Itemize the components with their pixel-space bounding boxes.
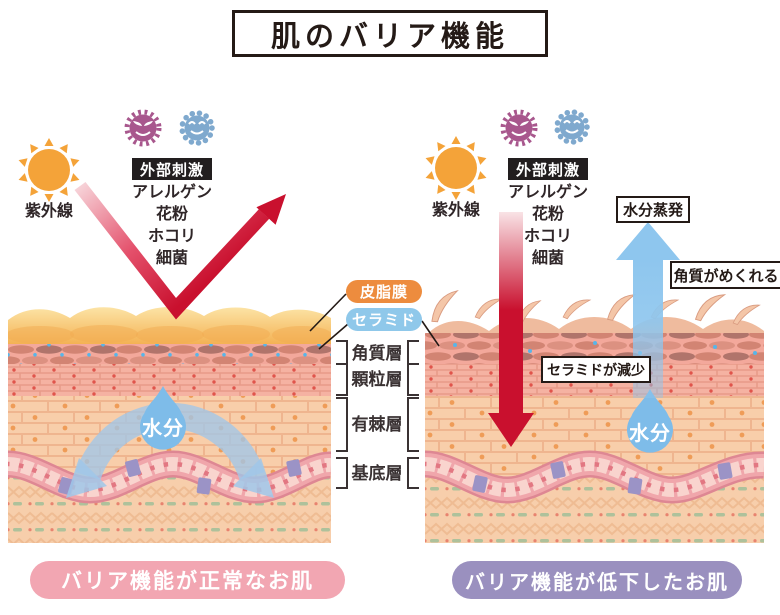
virus-round-icon	[554, 109, 590, 145]
stimuli-item: 花粉	[155, 204, 188, 223]
bracket-left	[336, 397, 348, 452]
external-stimuli-badge-right: 外部刺激	[508, 158, 588, 180]
bracket-right	[407, 397, 419, 452]
sun-icon	[18, 138, 80, 202]
layer-label-granular: 顆粒層	[351, 370, 403, 390]
bracket-right	[407, 457, 419, 489]
stimuli-item: ホコリ	[523, 226, 572, 245]
layer-label-corneum: 角質層	[351, 344, 403, 364]
sun-icon	[425, 136, 487, 200]
stimuli-item: 細菌	[531, 248, 564, 267]
stimuli-item: 細菌	[155, 248, 188, 267]
granular-layer	[8, 362, 331, 396]
evaporation-note: 水分蒸発	[616, 196, 690, 223]
layer-label-spinous: 有棘層	[351, 415, 403, 435]
moisture-droplet-icon	[140, 386, 186, 450]
virus-round-icon	[179, 110, 215, 146]
caption-normal-skin: バリア機能が正常なお肌	[30, 561, 345, 599]
stimuli-item: アレルゲン	[131, 182, 212, 201]
sebum-film-layer	[8, 307, 331, 344]
moisture-droplet-icon	[627, 389, 673, 453]
ceramide-decrease-note: セラミドが減少	[541, 356, 651, 383]
moisture-label-right: 水分	[629, 421, 671, 445]
sebum-film-pill: 皮脂膜	[346, 280, 422, 303]
moisture-label-left: 水分	[142, 416, 184, 440]
bracket-left	[336, 363, 348, 396]
right-skin-illustration	[425, 289, 764, 543]
uv-label-left: 紫外線	[24, 201, 73, 220]
virus-spiky-icon	[124, 109, 162, 147]
caption-damaged-skin: バリア機能が低下したお肌	[452, 561, 742, 599]
uv-label-right: 紫外線	[431, 200, 480, 219]
page-title: 肌のバリア機能	[232, 10, 548, 57]
peeling-note: 角質がめくれる	[670, 261, 780, 289]
external-stimuli-badge-left: 外部刺激	[132, 158, 212, 180]
layer-label-basal: 基底層	[351, 464, 403, 484]
ceramide-pill: セラミド	[346, 308, 422, 331]
bracket-left	[336, 457, 348, 489]
basal-layer	[425, 450, 764, 504]
basal-layer	[8, 450, 331, 504]
bracket-right	[407, 363, 419, 396]
stimuli-item: アレルゲン	[507, 182, 588, 201]
stimuli-item: ホコリ	[147, 226, 196, 245]
stimuli-item: 花粉	[531, 204, 564, 223]
virus-spiky-icon	[500, 109, 538, 147]
